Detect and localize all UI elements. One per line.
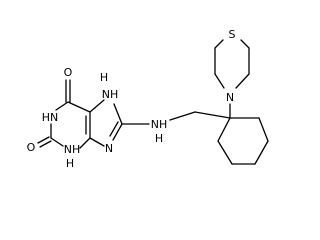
bond-tm1	[214, 73, 225, 89]
atom-label-n1: HN	[42, 111, 59, 124]
atom-label-amine-n: NH	[151, 118, 168, 131]
bond-cy3	[254, 140, 269, 165]
bond-c5-c6	[67, 101, 91, 113]
bond-ch2-cq	[194, 111, 231, 119]
atom-label-h-n3: H	[66, 157, 74, 170]
bond-tm4	[240, 39, 250, 49]
bond-cy2	[258, 117, 269, 142]
bond-cy5	[217, 140, 233, 165]
bond-cy6	[217, 117, 231, 142]
atom-label-o6: O	[64, 66, 73, 79]
molecule-diagram: O HN O NH H H NH N NH H N S	[27, 28, 269, 170]
atom-label-n3: NH	[64, 143, 81, 156]
purine-core-bonds	[37, 79, 123, 149]
bond-n7-c8	[113, 103, 123, 125]
bond-c2-n3	[50, 137, 64, 147]
bond-n9-c4	[89, 137, 105, 147]
bond-c2-o2-a	[37, 136, 50, 144]
bond-nh-ch2	[169, 111, 196, 121]
bond-c2-o2-b	[39, 140, 52, 148]
bond-c6-n1	[55, 101, 69, 111]
atom-label-n7: NH	[102, 88, 119, 101]
atom-label-thiomorpholine-s: S	[229, 28, 236, 41]
bond-n3-c4	[79, 137, 91, 149]
bond-tm6	[235, 73, 250, 89]
atom-label-amine-h: H	[155, 132, 163, 145]
side-chain-bonds	[121, 39, 269, 165]
atom-labels: O HN O NH H H NH N NH H N S	[27, 28, 236, 170]
atom-label-thiomorpholine-n: N	[226, 91, 234, 104]
bond-c8-n9-a	[112, 123, 123, 141]
bond-c8-n9-b	[109, 121, 119, 137]
bond-c5-n7	[89, 99, 105, 113]
atom-label-n9: N	[105, 142, 113, 155]
bond-tm3	[214, 39, 224, 49]
atom-label-o2: O	[27, 141, 36, 154]
atom-label-h-n7: H	[100, 71, 108, 84]
